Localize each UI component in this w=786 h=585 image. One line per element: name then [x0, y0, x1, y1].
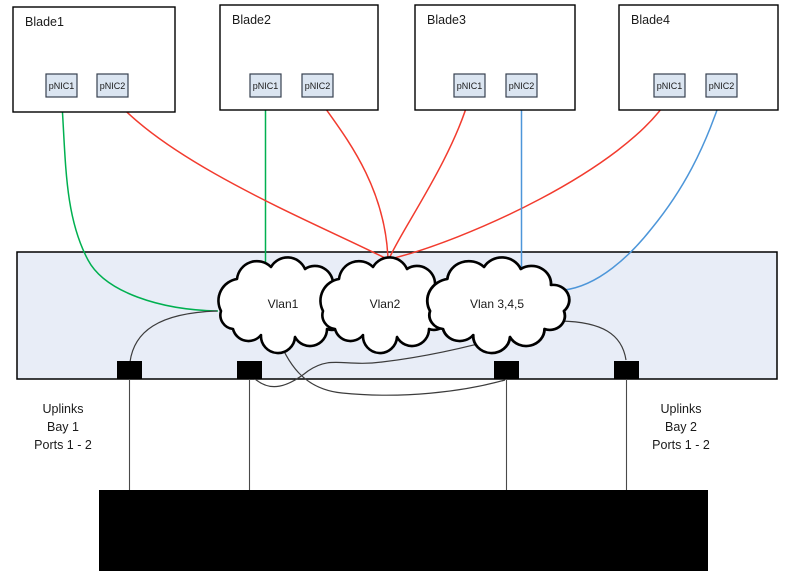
- bay2-port1: [494, 361, 519, 379]
- uplinks-bay1-line1: Uplinks: [43, 402, 84, 416]
- uplinks-bay1-label: Uplinks Bay 1 Ports 1 - 2: [34, 402, 92, 452]
- link-blade1-pnic2-vlan2: [111, 96, 388, 260]
- link-vlan345-bay1-port2: [253, 329, 529, 388]
- blade2-box: [219, 4, 379, 111]
- external-switch-box: [99, 490, 708, 571]
- blade4: Blade4 pNIC1 pNIC2: [618, 4, 779, 111]
- blade3-box: [414, 4, 576, 111]
- blade4-label: Blade4: [631, 13, 670, 27]
- blade1-box: [12, 6, 176, 113]
- link-vlan1-bay1-port1: [129, 310, 218, 363]
- blade4-pnic1-box: [653, 73, 686, 98]
- blade2-pnic1-box: [249, 73, 282, 98]
- uplinks-bay2-line1: Uplinks: [661, 402, 702, 416]
- link-blade4-pnic1-vlan2: [389, 96, 671, 260]
- link-vlan1-bay2-port1: [276, 335, 506, 396]
- blade3: Blade3 pNIC1 pNIC2: [414, 4, 576, 111]
- link-blade4-pnic2-vlan345: [563, 96, 723, 291]
- vlan2-label: Vlan2: [370, 297, 401, 311]
- blade3-pnic2-box: [505, 73, 538, 98]
- blade2-label: Blade2: [232, 13, 271, 27]
- blade2-pnic2-label: pNIC2: [305, 81, 331, 91]
- blade1: Blade1 pNIC1 pNIC2: [12, 6, 176, 113]
- blade1-pnic1-label: pNIC1: [49, 81, 75, 91]
- blade1-pnic2-box: [96, 73, 129, 98]
- link-vlan345-bay2-port2: [560, 320, 627, 361]
- blade1-label: Blade1: [25, 15, 64, 29]
- blade4-pnic2-label: pNIC2: [709, 81, 735, 91]
- blade3-pnic2-label: pNIC2: [509, 81, 535, 91]
- bay2-port2: [614, 361, 639, 379]
- link-blade1-pnic1-vlan1: [60, 96, 219, 312]
- uplinks-bay2-label: Uplinks Bay 2 Ports 1 - 2: [652, 402, 710, 452]
- vlan1-label: Vlan1: [268, 297, 299, 311]
- bay1-port2: [237, 361, 262, 379]
- vlan345-label: Vlan 3,4,5: [470, 297, 524, 311]
- blade3-pnic1-box: [453, 73, 486, 98]
- blade4-box: [618, 4, 779, 111]
- blade2-pnic1-label: pNIC1: [253, 81, 279, 91]
- blade4-pnic2-box: [705, 73, 738, 98]
- uplinks-bay2-line3: Ports 1 - 2: [652, 438, 710, 452]
- blade3-label: Blade3: [427, 13, 466, 27]
- blade4-pnic1-label: pNIC1: [657, 81, 683, 91]
- uplinks-bay1-line2: Bay 1: [47, 420, 79, 434]
- link-blade2-pnic2-vlan2: [316, 96, 389, 260]
- uplinks-bay2-line2: Bay 2: [665, 420, 697, 434]
- blade2: Blade2 pNIC1 pNIC2: [219, 4, 379, 111]
- blade3-pnic1-label: pNIC1: [457, 81, 483, 91]
- bay1-port1: [117, 361, 142, 379]
- blade1-pnic1-box: [45, 73, 78, 98]
- link-blade3-pnic1-vlan2: [388, 96, 471, 260]
- blade1-pnic2-label: pNIC2: [100, 81, 126, 91]
- uplinks-bay1-line3: Ports 1 - 2: [34, 438, 92, 452]
- blade2-pnic2-box: [301, 73, 334, 98]
